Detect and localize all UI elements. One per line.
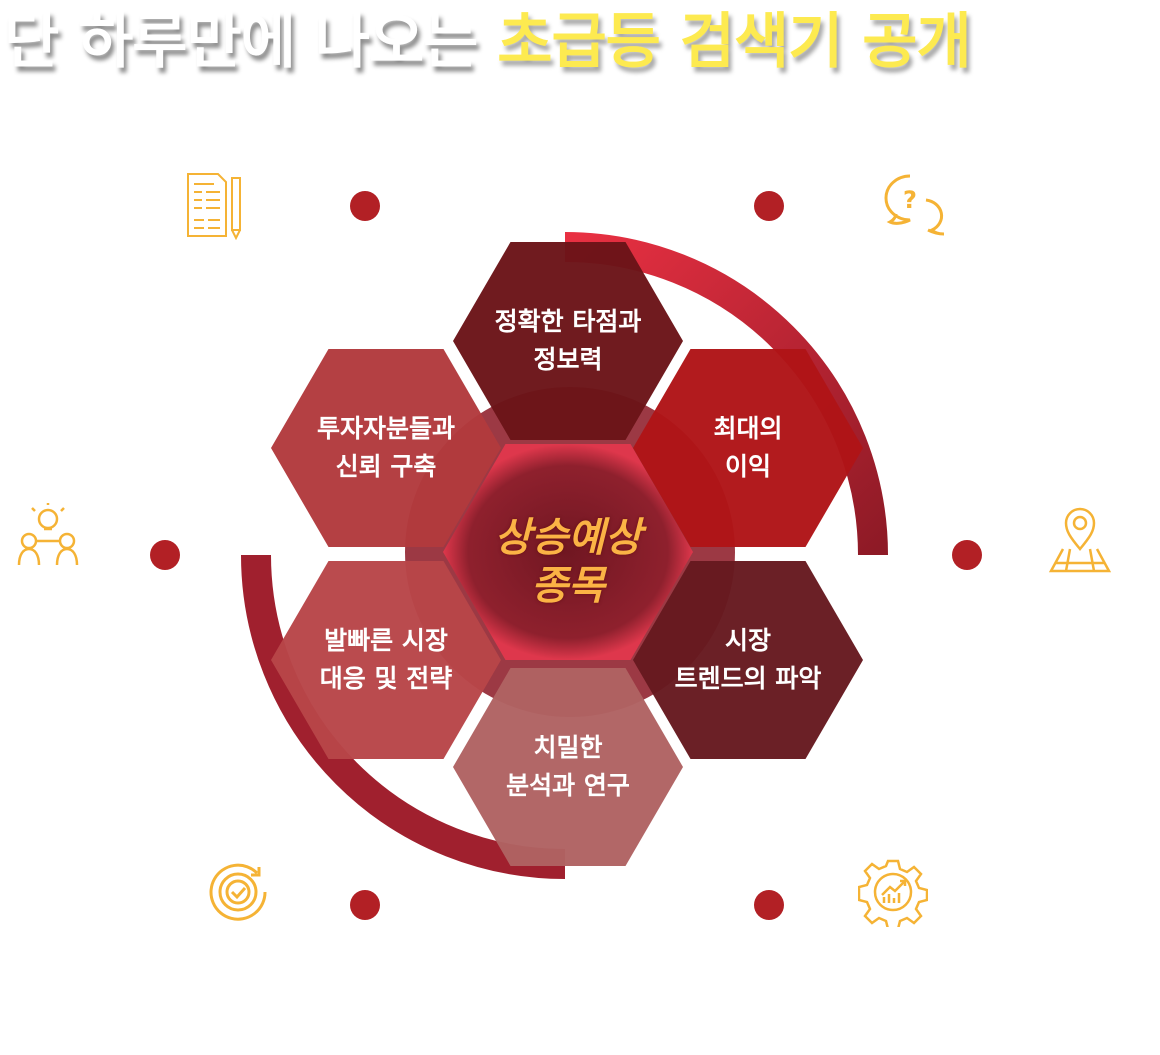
hexagon-label-line: 치밀한 [533, 733, 603, 762]
hexagon-label-line: 정보력 [533, 345, 603, 374]
gear-chart-icon [858, 859, 928, 927]
dot-marker [754, 890, 784, 920]
map-pin-icon [1048, 507, 1112, 573]
dot-marker [952, 540, 982, 570]
hexagon-1 [453, 242, 683, 440]
hexagon-label-line: 대응 및 전략 [319, 664, 453, 693]
svg-text:?: ? [903, 186, 917, 214]
arc-bottom-left [241, 554, 566, 879]
center-label-line: 종목 [531, 563, 605, 609]
hexagon-3 [633, 561, 863, 759]
hexagon-label-line: 시장 [724, 626, 771, 655]
hexagon-6 [271, 349, 501, 547]
page-title: 단 하루만에 나오는 초급등 검색기 공개 [4, 2, 972, 82]
hexagon-label-line: 발빠른 시장 [324, 626, 448, 655]
title-highlight: 초급등 검색기 공개 [497, 7, 971, 77]
dot-marker [150, 540, 180, 570]
hexagon-2 [633, 349, 863, 547]
hexagon-label-line: 이익 [724, 452, 771, 481]
lightbulb-team-icon [17, 503, 79, 566]
hexagon-5 [271, 561, 501, 759]
hexagon-label-line: 투자자분들과 [316, 414, 455, 443]
dot-marker [350, 890, 380, 920]
hexagon-label-line: 트렌드의 파악 [674, 664, 822, 693]
center-label-line: 상승예상 [494, 515, 642, 561]
hexagon-label-line: 최대의 [713, 414, 783, 443]
circle-check-icon [209, 863, 267, 921]
dot-marker [350, 191, 380, 221]
center-hexagon [443, 444, 693, 660]
document-pen-icon [187, 173, 241, 240]
hexagon-label-line: 신뢰 구축 [335, 452, 437, 481]
hexagon-4 [453, 668, 683, 866]
dot-marker [754, 191, 784, 221]
hexagon-label-line: 분석과 연구 [506, 771, 630, 800]
arc-top-right [564, 232, 888, 556]
question-chat-icon: ? [884, 174, 945, 236]
hexagon-label-line: 정확한 타점과 [494, 307, 642, 336]
title-white: 단 하루만에 나오는 [4, 7, 478, 77]
